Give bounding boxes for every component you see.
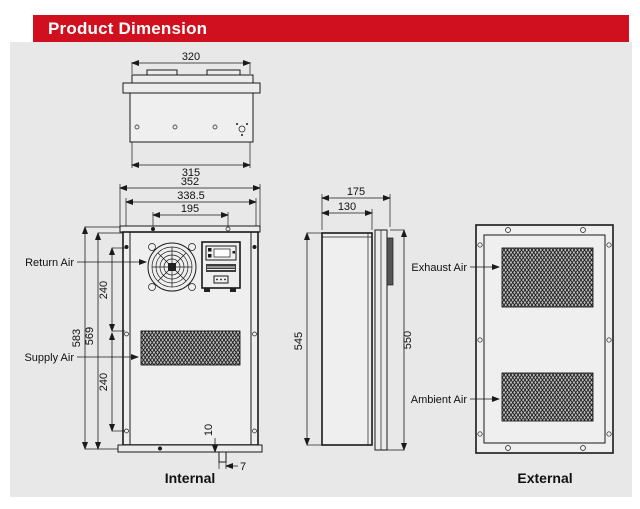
top-view-holes — [134, 123, 248, 136]
internal-screws — [124, 226, 257, 451]
supply-air-label: Supply Air — [24, 352, 74, 364]
dim-overall-depth: 175 — [347, 186, 365, 198]
controller-icon — [201, 241, 241, 292]
ambient-air-label: Ambient Air — [411, 394, 468, 406]
exhaust-air-label: Exhaust Air — [411, 262, 467, 274]
external-view: Exhaust Air Ambient Air External — [411, 224, 614, 486]
supply-air-mesh — [140, 330, 241, 366]
external-caption: External — [517, 470, 572, 486]
dim-overall-width: 352 — [181, 176, 199, 188]
dim-top-width-bottom: 315 — [182, 167, 200, 179]
dim-panel-height: 550 — [402, 331, 414, 349]
dim-body-depth: 130 — [338, 201, 356, 213]
title-bar: Product Dimension — [33, 15, 629, 42]
exhaust-air-mesh — [501, 247, 594, 308]
page-title: Product Dimension — [48, 18, 208, 38]
dim-mounting-width: 338.5 — [177, 190, 205, 202]
dim-lower-spacing: 240 — [98, 373, 110, 391]
external-screws — [477, 227, 612, 451]
dim-upper-spacing: 240 — [98, 281, 110, 299]
return-air-label: Return Air — [25, 257, 74, 269]
side-view: 175 130 545 550 — [293, 186, 414, 451]
dim-top-width: 320 — [182, 51, 200, 63]
dim-body-height: 569 — [84, 327, 96, 345]
dim-side-body-height: 545 — [293, 332, 305, 350]
dim-port-spacing: 195 — [181, 203, 199, 215]
dim-tab-width: 7 — [240, 461, 246, 473]
internal-view: 352 338.5 195 — [24, 176, 263, 486]
side-bracket — [386, 237, 394, 286]
top-view: 320 315 — [122, 51, 261, 179]
internal-caption: Internal — [165, 470, 216, 486]
ambient-air-mesh — [501, 372, 594, 422]
fan-icon — [147, 242, 197, 292]
dim-overall-height: 583 — [71, 329, 83, 347]
dim-tab-height: 10 — [203, 424, 215, 436]
